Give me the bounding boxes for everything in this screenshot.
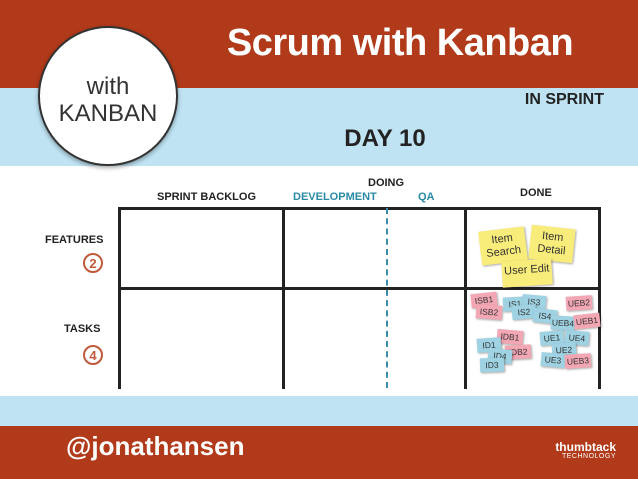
feature-card: User Edit [501,258,553,288]
author-handle: @jonathansen [66,431,245,461]
kanban-circle-badge: with KANBAN [38,26,178,166]
task-card: UEB3 [564,353,592,369]
feature-card-line: User Edit [503,262,550,278]
circle-line-2: KANBAN [58,100,158,127]
task-card: UEB1 [573,312,601,330]
logo-subtitle: TECHNOLOGY [561,453,616,460]
circle-line-1: with [86,73,130,100]
in-sprint-label: IN SPRINT [524,91,604,108]
header-development: DEVELOPMENT [293,191,377,203]
row-label-features: FEATURES [45,234,104,246]
board-divider-done [464,207,467,389]
header-sprint-backlog: SPRINT BACKLOG [157,191,256,203]
tasks-count-badge: 4 [83,345,103,365]
board-divider-right [598,207,601,389]
footer-blue-band [0,396,638,426]
task-card: ID3 [479,357,505,373]
feature-card: Item Detail [528,224,576,264]
header-doing: DOING [368,177,405,189]
task-card: UEB4 [550,315,576,331]
task-card: UE3 [540,351,566,369]
footer-band [0,426,638,479]
slide-title: Scrum with Kanban [226,22,574,64]
task-card: UEB2 [565,295,593,311]
task-card: ISB2 [475,304,503,320]
board-middle-line [118,287,600,290]
board-divider-left [118,207,121,389]
header-qa: QA [418,191,435,203]
header-done: DONE [520,187,552,199]
features-count-badge: 2 [83,253,103,273]
logo-name: thumbtack [555,440,616,454]
row-label-tasks: TASKS [64,323,101,335]
board-top-line [118,207,600,210]
day-label: DAY 10 [344,125,426,152]
development-qa-divider [386,208,388,388]
board-divider-backlog [282,207,285,389]
